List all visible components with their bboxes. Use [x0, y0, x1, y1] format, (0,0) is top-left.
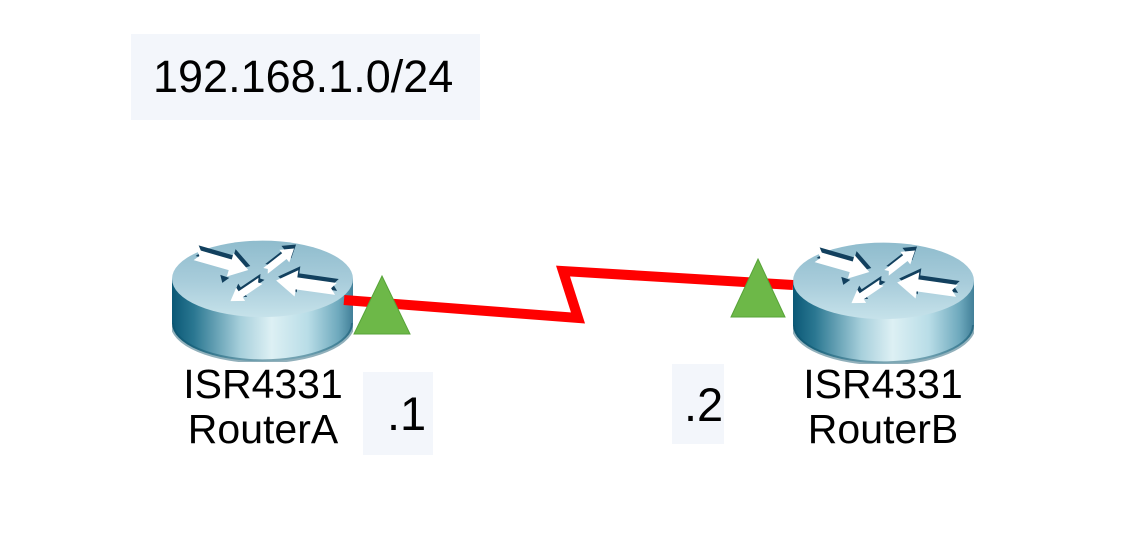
- interface-address-note-routerb[interactable]: .2: [672, 364, 724, 444]
- serial-link-routera-routerb[interactable]: [343, 265, 794, 324]
- router-icon: [793, 240, 974, 364]
- device-routerb[interactable]: [793, 240, 974, 364]
- device-model-label: ISR4331: [183, 361, 343, 407]
- interface-address-note-routera[interactable]: .1: [363, 372, 433, 455]
- device-routera[interactable]: [172, 238, 353, 362]
- router-icon: [172, 238, 353, 362]
- device-name-label: RouterA: [187, 406, 339, 452]
- device-caption-routerb: ISR4331 RouterB: [783, 362, 983, 452]
- network-address-note[interactable]: 192.168.1.0/24: [131, 34, 480, 120]
- device-model-label: ISR4331: [803, 361, 963, 407]
- device-caption-routera: ISR4331 RouterA: [163, 362, 363, 452]
- device-name-label: RouterB: [807, 406, 959, 452]
